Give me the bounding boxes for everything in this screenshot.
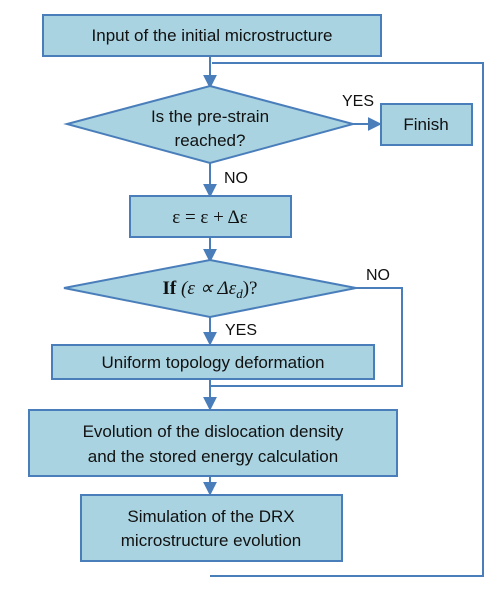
edge-loop-back [210, 62, 484, 577]
condition-prefix: If [163, 278, 177, 299]
condition-suffix: )? [243, 278, 258, 299]
condition-decision: If (ε ∝ Δεd)? [63, 258, 357, 319]
condition-formula: If (ε ∝ Δεd)? [163, 278, 258, 301]
edge-condition-bypass [210, 287, 403, 387]
drx-label-line1: Simulation of the DRX [127, 507, 294, 526]
drx-label-line2: microstructure evolution [121, 531, 301, 550]
edge-label-no-continue: NO [224, 170, 248, 187]
evolution-label-line1: Evolution of the dislocation density [83, 422, 344, 441]
drx-node: Simulation of the DRX microstructure evo… [80, 494, 343, 562]
input-label: Input of the initial microstructure [92, 26, 333, 45]
connectors [203, 56, 484, 577]
evolution-label-line2: and the stored energy calculation [88, 447, 338, 466]
input-node: Input of the initial microstructure [42, 14, 382, 57]
condition-subscript: d [236, 286, 243, 301]
prestrain-label-line2: reached? [175, 131, 246, 150]
increment-node: ε = ε + Δε [129, 195, 292, 238]
prestrain-decision: Is the pre-strain reached? [63, 84, 357, 165]
increment-formula: ε = ε + Δε [172, 207, 248, 228]
prestrain-label-line1: Is the pre-strain [151, 107, 269, 126]
condition-math: (ε ∝ Δε [181, 278, 237, 299]
evolution-node: Evolution of the dislocation density and… [28, 409, 398, 477]
edge-label-yes-uniform: YES [225, 322, 257, 339]
uniform-node: Uniform topology deformation [51, 344, 375, 380]
finish-label: Finish [403, 115, 448, 134]
finish-node: Finish [380, 103, 473, 146]
edge-label-no-bypass: NO [366, 267, 390, 284]
edge-label-yes-finish: YES [342, 93, 374, 110]
uniform-label: Uniform topology deformation [101, 353, 324, 372]
